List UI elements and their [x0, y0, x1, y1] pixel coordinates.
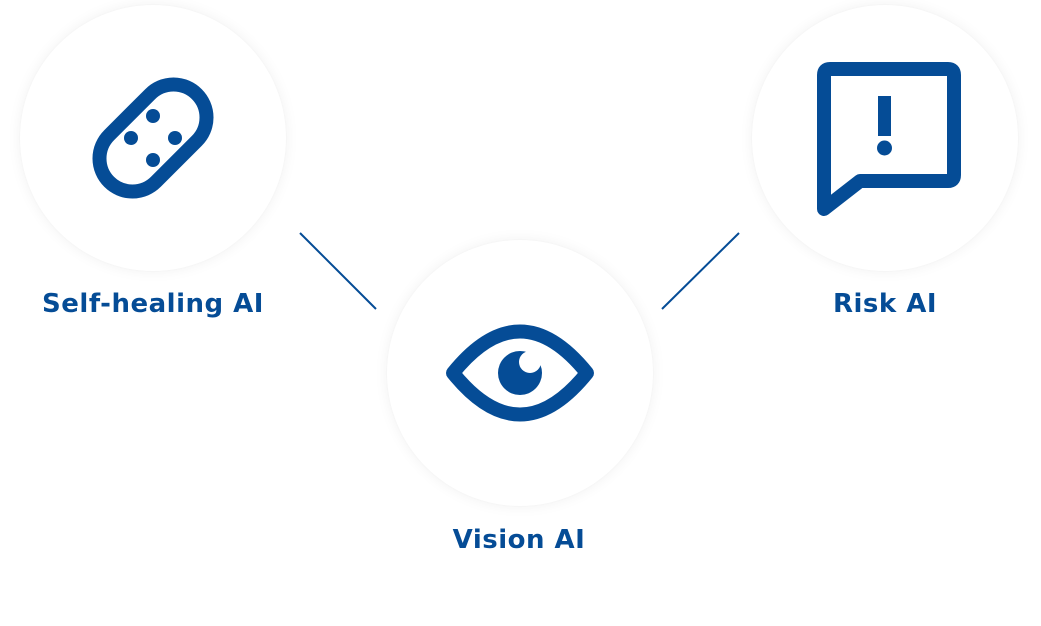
connector-self-healing-to-vision: [299, 232, 377, 310]
risk-node: [752, 5, 1018, 271]
vision-node: [387, 240, 653, 506]
bandage-icon: [92, 77, 214, 199]
self-healing-label: Self-healing AI: [42, 289, 264, 319]
vision-label: Vision AI: [452, 525, 586, 555]
risk-label: Risk AI: [832, 289, 938, 319]
eye-icon: [446, 324, 594, 422]
alert-message-icon: [817, 62, 961, 216]
self-healing-node: [20, 5, 286, 271]
connector-vision-to-risk: [661, 232, 740, 310]
